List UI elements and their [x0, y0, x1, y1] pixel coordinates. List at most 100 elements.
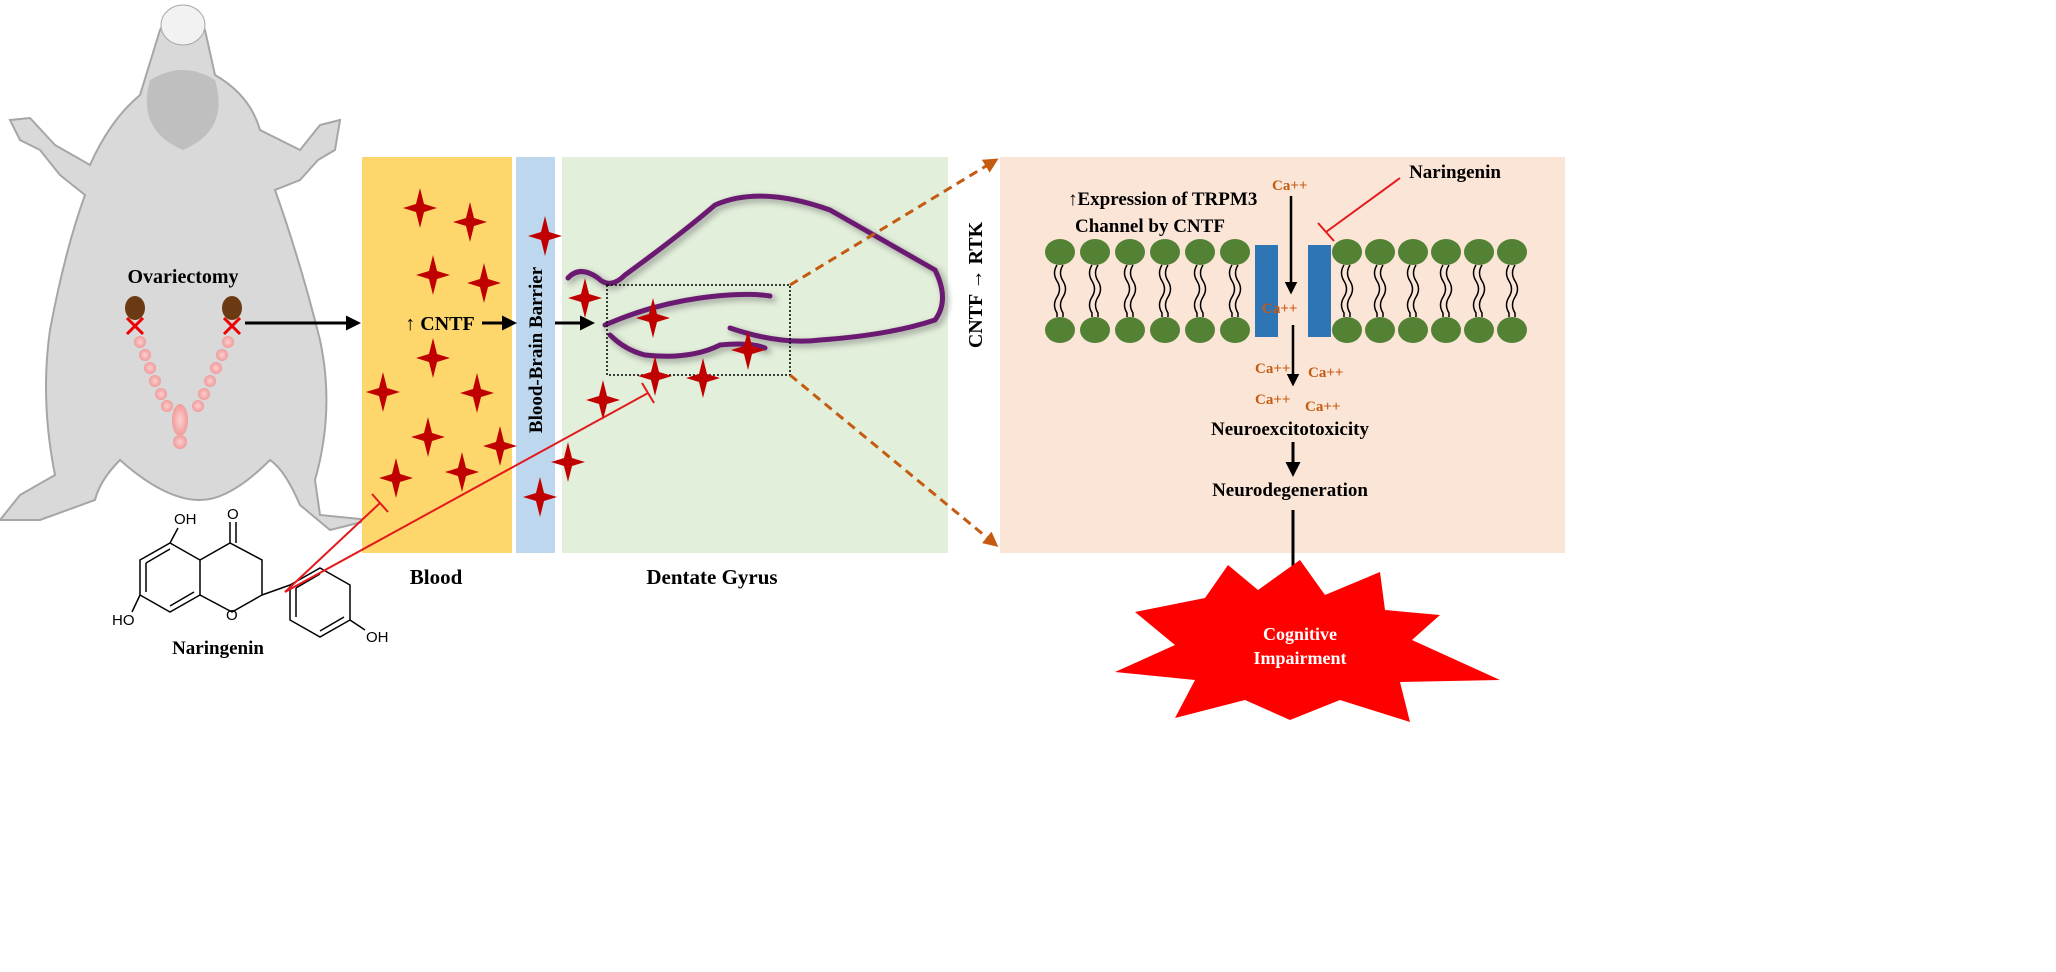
lipid-tail	[1129, 264, 1137, 317]
lipid-head	[1045, 239, 1075, 265]
cut-mark-right	[222, 316, 242, 336]
lipid-tail	[1164, 264, 1172, 317]
lipid-tail	[1088, 264, 1096, 317]
lipid-tail	[1472, 264, 1480, 317]
lipid-tail	[1346, 264, 1354, 317]
lipid-head	[1497, 317, 1527, 343]
calcium-label: Ca++	[1272, 178, 1307, 194]
ovary-left	[125, 296, 145, 320]
lipid-bilayer	[1045, 239, 1527, 343]
cntf-star	[445, 452, 479, 492]
cntf-star	[467, 263, 501, 303]
cntf-rtk-label: CNTF → RTK	[965, 221, 987, 348]
cntf-star	[638, 356, 672, 396]
cntf-star	[586, 380, 620, 420]
cntf-star	[568, 278, 602, 318]
lipid-head	[1398, 317, 1428, 343]
trpm3-channel-right	[1308, 245, 1331, 337]
chem-oh-right: OH	[366, 629, 389, 646]
cntf-star	[636, 298, 670, 338]
lipid-tail	[1505, 264, 1513, 317]
lipid-head	[1332, 317, 1362, 343]
calcium-label: Ca++	[1308, 365, 1343, 381]
cntf-star	[403, 188, 437, 228]
lipid-head	[1185, 317, 1215, 343]
cognitive-label-line1: Cognitive	[1263, 624, 1337, 644]
chem-oh-top: OH	[174, 511, 197, 528]
lipid-tail	[1478, 264, 1486, 317]
lipid-head	[1080, 317, 1110, 343]
cognitive-label-line2: Impairment	[1254, 648, 1347, 668]
trpm3-channel-left	[1255, 245, 1278, 337]
expression-label-line1: ↑Expression of TRPM3	[1068, 189, 1257, 210]
expression-label-line2: Channel by CNTF	[1075, 216, 1225, 237]
lipid-tail	[1158, 264, 1166, 317]
lipid-head	[1185, 239, 1215, 265]
lipid-head	[1150, 317, 1180, 343]
lipid-tail	[1373, 264, 1381, 317]
chem-ring-o: O	[226, 607, 238, 624]
inhibition-line-channel	[1317, 177, 1401, 242]
lipid-head	[1332, 239, 1362, 265]
lipid-tail	[1059, 264, 1067, 317]
lipid-tail	[1511, 264, 1519, 317]
lipid-head	[1220, 317, 1250, 343]
lipid-head	[1497, 239, 1527, 265]
cntf-star	[731, 330, 765, 370]
cntf-star	[379, 458, 413, 498]
lipid-head	[1398, 239, 1428, 265]
cntf-star	[416, 255, 450, 295]
lipid-tail	[1053, 264, 1061, 317]
zoom-panel	[1000, 157, 1565, 553]
lipid-head	[1150, 239, 1180, 265]
cntf-star	[453, 202, 487, 242]
calcium-label: Ca++	[1262, 301, 1297, 317]
naringenin-left-label: Naringenin	[172, 638, 264, 659]
neurodegeneration-label: Neurodegeneration	[1212, 480, 1368, 501]
lipid-tail	[1234, 264, 1242, 317]
calcium-label: Ca++	[1255, 392, 1290, 408]
cognitive-impairment-burst: Cognitive Impairment	[1115, 560, 1500, 722]
cntf-star	[528, 216, 562, 256]
lipid-head	[1045, 317, 1075, 343]
inhibition-line-dentate	[284, 382, 655, 593]
lipid-tail	[1439, 264, 1447, 317]
naringenin-structure	[131, 522, 366, 638]
lipid-head	[1115, 317, 1145, 343]
bbb-label: Blood-Brain Barrier	[526, 266, 547, 433]
naringenin-right-label: Naringenin	[1409, 162, 1501, 183]
lipid-tail	[1445, 264, 1453, 317]
cntf-star	[483, 426, 517, 466]
lipid-tail	[1412, 264, 1420, 317]
lipid-tail	[1340, 264, 1348, 317]
lipid-tail	[1379, 264, 1387, 317]
lipid-head	[1365, 239, 1395, 265]
bbb-panel	[516, 157, 555, 553]
calcium-label: Ca++	[1305, 399, 1340, 415]
lipid-head	[1431, 239, 1461, 265]
cntf-star	[460, 373, 494, 413]
cntf-up-label: ↑ CNTF	[405, 313, 474, 335]
ovariectomy-label: Ovariectomy	[127, 266, 238, 288]
rat-illustration: Ovariectomy	[0, 4, 371, 532]
calcium-label: Ca++	[1255, 361, 1290, 377]
dentate-gyrus-label: Dentate Gyrus	[646, 565, 777, 589]
zoom-line-top	[789, 158, 999, 287]
cut-mark-left	[125, 316, 145, 336]
lipid-head	[1220, 239, 1250, 265]
lipid-head	[1365, 317, 1395, 343]
lipid-head	[1080, 239, 1110, 265]
cntf-star	[523, 477, 557, 517]
cntf-star	[686, 358, 720, 398]
lipid-head	[1464, 239, 1494, 265]
lipid-tail	[1123, 264, 1131, 317]
dentate-gyrus-panel	[562, 157, 948, 553]
chem-ketone-o: O	[227, 506, 239, 523]
cntf-star	[411, 417, 445, 457]
cntf-star	[416, 338, 450, 378]
cntf-star	[366, 372, 400, 412]
uterus	[134, 336, 234, 449]
lipid-tail	[1228, 264, 1236, 317]
lipid-tail	[1199, 264, 1207, 317]
